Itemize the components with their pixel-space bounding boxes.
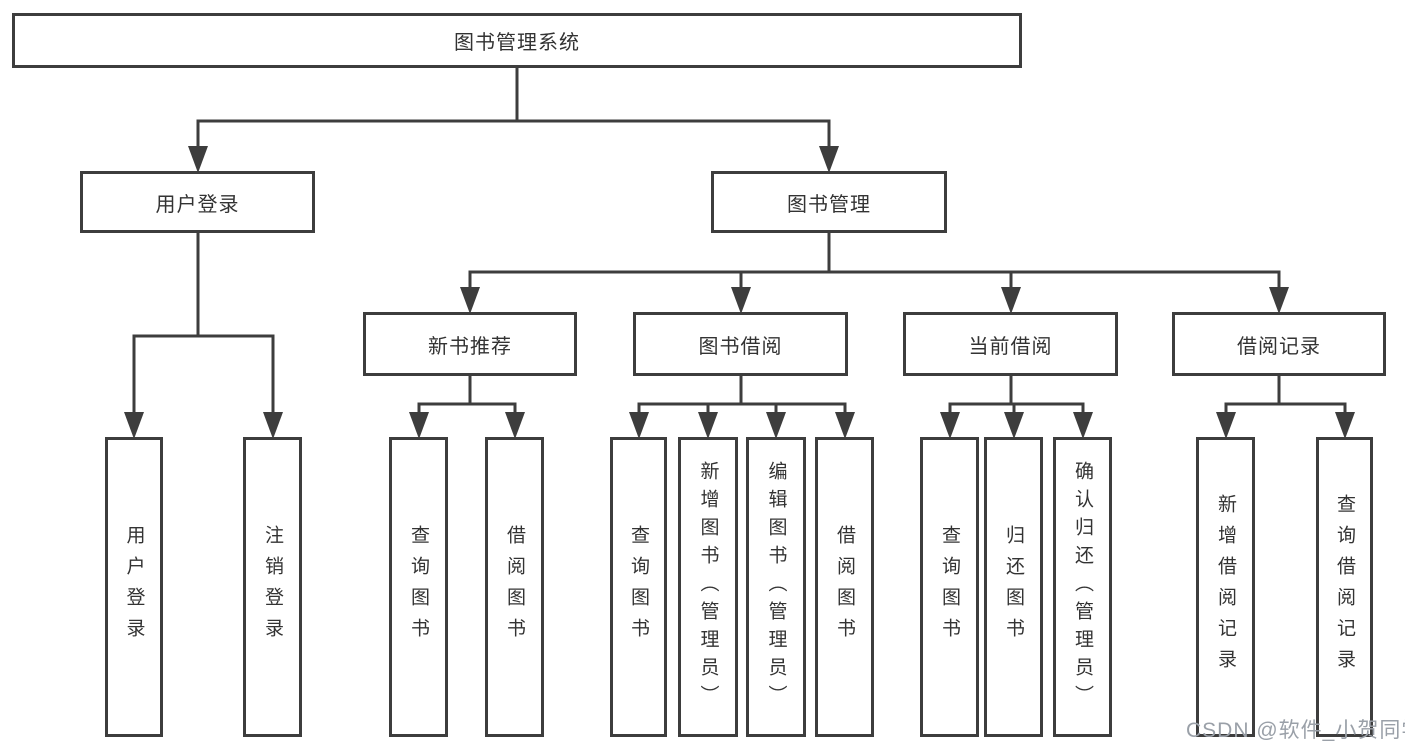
node-label-leaf-return-book: 归还图书 — [1003, 525, 1024, 649]
arrowhead-icon — [629, 412, 649, 439]
node-box-leaf-edit-book: 编辑图书（管理员） — [746, 437, 806, 737]
node-box-leaf-logout: 注销登录 — [243, 437, 302, 737]
node-box-leaf-query-book-3: 查询图书 — [920, 437, 979, 737]
node-box-leaf-add-book: 新增图书（管理员） — [678, 437, 738, 737]
node-box-new-book-rec: 新书推荐 — [363, 312, 577, 376]
node-label-user-login: 用户登录 — [155, 193, 240, 216]
node-label-book-mgmt: 图书管理 — [787, 193, 871, 216]
node-box-leaf-query-record: 查询借阅记录 — [1316, 437, 1373, 737]
watermark: CSDN @软件_小贺同学 — [1186, 719, 1405, 742]
node-box-leaf-borrow-book-1: 借阅图书 — [485, 437, 544, 737]
node-label-leaf-query-book-2: 查询图书 — [628, 525, 649, 649]
arrowhead-icon — [505, 412, 525, 439]
arrowhead-icon — [1335, 412, 1355, 439]
node-box-root: 图书管理系统 — [12, 13, 1022, 68]
node-box-leaf-add-record: 新增借阅记录 — [1196, 437, 1255, 737]
arrowhead-icon — [698, 412, 718, 439]
node-box-leaf-confirm-return: 确认归还（管理员） — [1053, 437, 1112, 737]
arrowhead-icon — [1269, 287, 1289, 314]
node-label-book-borrow: 图书借阅 — [698, 335, 783, 358]
arrowhead-icon — [835, 412, 855, 439]
node-box-leaf-query-book-2: 查询图书 — [610, 437, 667, 737]
node-box-book-borrow: 图书借阅 — [633, 312, 848, 376]
node-label-leaf-add-book: 新增图书（管理员） — [697, 461, 719, 713]
node-label-leaf-borrow-book-1: 借阅图书 — [504, 525, 525, 649]
node-box-leaf-query-book-1: 查询图书 — [389, 437, 448, 737]
arrowhead-icon — [819, 146, 839, 173]
node-label-borrow-record: 借阅记录 — [1237, 335, 1321, 358]
arrowhead-icon — [460, 287, 480, 314]
node-label-leaf-confirm-return: 确认归还（管理员） — [1072, 461, 1093, 713]
node-box-borrow-record: 借阅记录 — [1172, 312, 1386, 376]
arrowhead-icon — [263, 412, 283, 439]
node-label-leaf-query-record: 查询借阅记录 — [1334, 494, 1355, 680]
node-box-leaf-return-book: 归还图书 — [984, 437, 1043, 737]
node-label-leaf-add-record: 新增借阅记录 — [1215, 494, 1236, 680]
node-label-root: 图书管理系统 — [454, 32, 580, 54]
node-label-leaf-query-book-3: 查询图书 — [939, 525, 960, 649]
node-box-leaf-user-login: 用户登录 — [105, 437, 163, 737]
node-label-leaf-user-login: 用户登录 — [123, 525, 145, 649]
node-label-new-book-rec: 新书推荐 — [428, 335, 512, 358]
arrowhead-icon — [731, 287, 751, 314]
arrowhead-icon — [1216, 412, 1236, 439]
node-box-user-login: 用户登录 — [80, 171, 315, 233]
node-box-leaf-borrow-book-2: 借阅图书 — [815, 437, 874, 737]
node-label-leaf-edit-book: 编辑图书（管理员） — [765, 461, 787, 713]
arrowhead-icon — [1001, 287, 1021, 314]
node-label-leaf-query-book-1: 查询图书 — [408, 525, 429, 649]
node-box-current-borrow: 当前借阅 — [903, 312, 1118, 376]
node-label-current-borrow: 当前借阅 — [968, 335, 1053, 358]
node-label-leaf-logout: 注销登录 — [262, 525, 283, 649]
arrowhead-icon — [1004, 412, 1024, 439]
arrowhead-icon — [124, 412, 144, 439]
node-box-book-mgmt: 图书管理 — [711, 171, 947, 233]
node-label-leaf-borrow-book-2: 借阅图书 — [834, 525, 855, 649]
arrowhead-icon — [766, 412, 786, 439]
arrowhead-icon — [409, 412, 429, 439]
arrowhead-icon — [940, 412, 960, 439]
arrowhead-icon — [1073, 412, 1093, 439]
arrowhead-icon — [188, 146, 208, 173]
